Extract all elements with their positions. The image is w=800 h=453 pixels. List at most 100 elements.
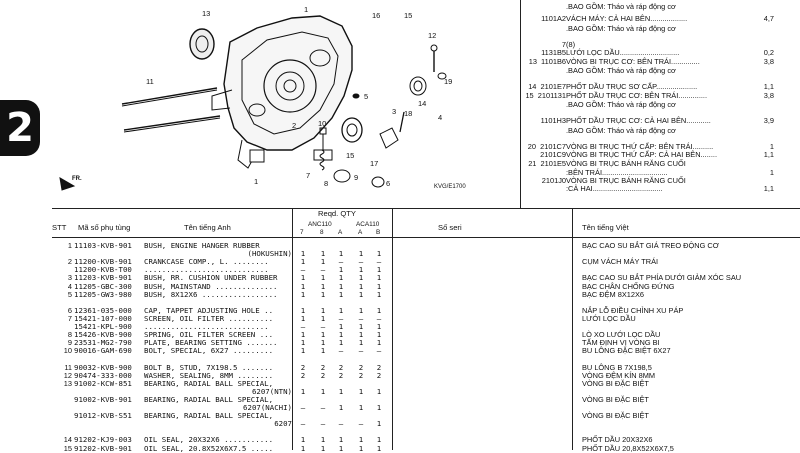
exploded-parts-diagram: 13 1 16 15 12 19 14 11 5 3 18 4 2 10 15 … [59,5,466,191]
row-qty: 2 [320,362,326,372]
row-name-en: OIL SEAL, 20X32X6 ........... [144,435,274,445]
table-row[interactable]: 91012-KVB-S51 BEARING, RADIAL BALL SPECIA… [52,411,800,420]
diagram-code: KVG/E1700 [434,184,466,190]
row-qty: 1 [376,338,382,348]
row-part-no: 23531-MG2-790 [74,338,132,348]
labor-desc: VÁCH MÁY: CẢ HAI BÊN.................. [566,14,688,23]
labor-desc: PHỐT DẦU TRỤC CƠ: CẢ HAI BÊN............ [566,116,711,125]
row-name-en: BOLT, SPECIAL, 6X27 ......... [144,346,274,356]
callout-7: 7 [306,171,310,180]
col-rule-1 [292,209,293,450]
row-qty: – [338,346,344,356]
labor-code: 21 2101E5 [528,159,566,168]
row-name-vi: PHỐT DẦU 20,8X52X6X7,5 [582,443,674,453]
row-qty: 1 [376,249,382,259]
row-part-no: 91202-KJ9-003 [74,435,132,445]
row-qty: 1 [300,289,306,299]
row-part-no: 11205-GW3-980 [74,289,132,299]
row-qty: 1 [320,443,326,453]
row-qty: – [338,419,344,429]
row-part-no: 90032-KVB-900 [74,362,132,372]
row-qty: 1 [358,322,364,331]
labor-hours: 3,9 [763,116,774,125]
row-qty: – [320,265,326,275]
row-name-en: BEARING, RADIAL BALL SPECIAL, [144,394,274,404]
row-name-en: 6207(NACHI) [243,403,292,412]
row-stt: 12 [63,370,72,380]
table-row[interactable]: 6207––––1 [52,419,800,428]
row-qty: 1 [358,289,364,299]
row-qty: 1 [320,435,326,445]
table-row[interactable]: 15421-KPL-900...........................… [52,322,800,331]
row-part-no: 91002-KCW-851 [74,378,132,388]
row-name-en: BOLT B, STUD, 7X198.5 ....... [144,362,274,372]
row-part-no: 15426-KVB-900 [74,330,132,340]
row-name-vi: VÒNG ĐỆM KÍN 8MM [582,370,656,380]
row-qty: – [338,313,344,323]
row-part-no: 11200-KVB-901 [74,257,132,267]
chapter-tab[interactable]: 2 [0,100,40,156]
header-col-a1: A [338,229,343,236]
row-qty: 1 [358,435,364,445]
row-qty: – [320,322,326,331]
labor-code: 1131B5 [541,48,566,57]
row-qty: 1 [300,386,306,396]
labor-code: 2101C9 [540,150,566,159]
header-serial: Số seri [438,223,462,232]
labor-row: .BAO GỒM: Tháo và ráp động cơ [524,2,800,12]
row-qty: 1 [320,281,326,291]
row-name-en: BEARING, RADIAL BALL SPECIAL, [144,411,274,421]
row-qty: – [300,322,306,331]
row-qty: 1 [320,273,326,283]
row-part-no: 91012-KVB-S51 [74,411,132,421]
row-name-vi: VÒNG BI ĐẶC BIỆT [582,378,649,388]
callout-19: 19 [444,77,452,86]
labor-hours: 3,8 [763,91,774,100]
labor-hours: 1,1 [763,82,774,91]
table-row[interactable]: 11200-KVB-T00...........................… [52,265,800,274]
row-qty: 1 [376,322,382,331]
labor-row: :CẢ HAI.................................… [524,184,800,194]
row-qty: 1 [358,281,364,291]
crankcase-left [223,15,353,151]
labor-row: :BÊN TRÁI...............................… [524,168,800,178]
row-qty: 1 [338,435,344,445]
row-part-no: 11200-KVB-T00 [74,265,132,275]
row-stt: 6 [67,305,72,315]
row-name-en: CRANKCASE COMP., L. ........ [144,257,269,267]
row-qty: 1 [338,265,344,275]
row-qty: 1 [338,249,344,259]
row-qty: 1 [300,281,306,291]
row-qty: 1 [338,330,344,340]
row-name-en: ............................ [144,322,269,331]
labor-desc: .BAO GỒM: Tháo và ráp động cơ [566,66,676,75]
callout-12: 12 [428,31,436,40]
labor-desc: .BAO GỒM: Tháo và ráp động cơ [566,24,676,33]
row-qty: 1 [376,273,382,283]
row-qty: 2 [358,362,364,372]
row-qty: 1 [376,386,382,396]
